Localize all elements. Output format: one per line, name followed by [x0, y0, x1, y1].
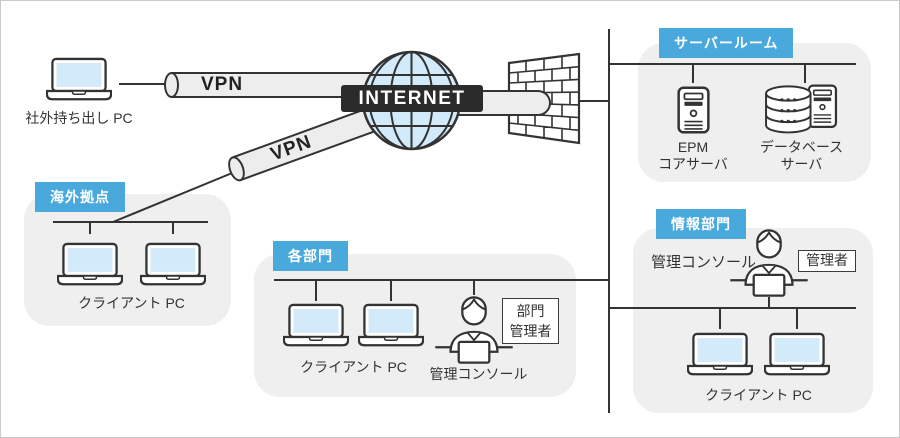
- laptop-icon: [283, 303, 349, 349]
- departments-title: 各部門: [273, 241, 348, 271]
- laptop-icon: [764, 332, 830, 378]
- laptop-icon: [57, 242, 123, 288]
- external-pc-label: 社外持ち出し PC: [25, 110, 133, 126]
- dept-admin-line1: 部門: [516, 303, 545, 319]
- laptop-icon: [46, 57, 112, 103]
- dept-admin-badge: 部門 管理者: [502, 298, 559, 344]
- server-room-title: サーバールーム: [659, 28, 794, 58]
- epm-label-line2: コアサーバ: [658, 156, 728, 172]
- laptop-icon: [687, 332, 753, 378]
- dept-console-label: 管理コンソール: [429, 366, 528, 382]
- laptop-icon: [140, 242, 206, 288]
- db-server-label: データベース サーバ: [749, 139, 854, 173]
- epm-server-icon: [677, 86, 710, 134]
- db-label-line2: サーバ: [780, 156, 823, 172]
- info-admin-badge: 管理者: [798, 250, 856, 272]
- vpn-label-1: VPN: [201, 74, 244, 95]
- info-client-pc-label: クライアント PC: [705, 387, 812, 403]
- overseas-title: 海外拠点: [35, 182, 125, 212]
- database-server-icon: [764, 84, 838, 138]
- tube-end-cap: [164, 72, 179, 98]
- tube-end-cap: [224, 154, 248, 184]
- dept-admin-line2: 管理者: [509, 323, 552, 339]
- internet-label: INTERNET: [341, 85, 483, 112]
- dept-client-pc-label: クライアント PC: [300, 359, 407, 375]
- info-dept-title: 情報部門: [656, 209, 746, 239]
- db-label-line1: データベース: [759, 139, 844, 155]
- vpn-tunnel-2: VPN: [224, 106, 380, 184]
- overseas-client-pc-label: クライアント PC: [78, 295, 185, 311]
- epm-server-label: EPM コアサーバ: [643, 139, 743, 173]
- laptop-icon: [358, 303, 424, 349]
- vpn-label-2: VPN: [267, 131, 315, 166]
- epm-label-line1: EPM: [677, 139, 709, 155]
- info-console-label: 管理コンソール: [651, 254, 757, 271]
